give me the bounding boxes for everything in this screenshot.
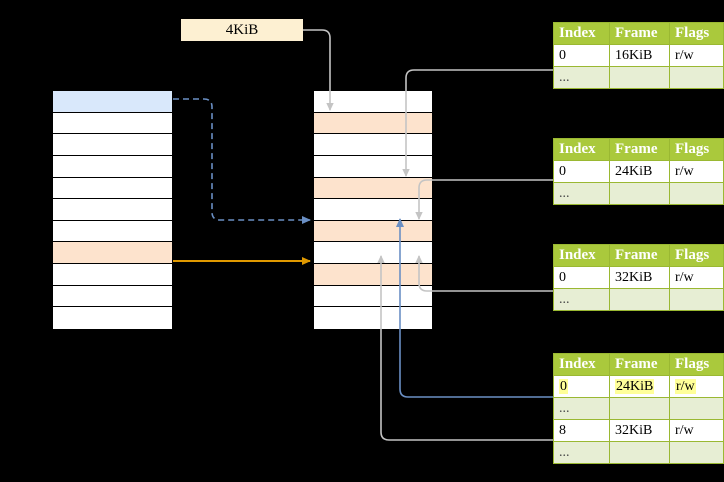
physical-frame-row-8 xyxy=(314,242,432,264)
column-header-frame: Frame xyxy=(609,22,670,45)
cell-frame xyxy=(609,66,670,89)
cell-flags xyxy=(669,441,724,464)
cell-frame xyxy=(609,288,670,311)
wire-table2-to-physical-row7 xyxy=(415,179,553,220)
virtual-page-row-1 xyxy=(53,91,172,113)
physical-frame-row-3 xyxy=(314,134,432,156)
cell-index: 0 xyxy=(553,160,610,183)
wire-table3-to-physical-row9 xyxy=(415,255,553,292)
cell-flags xyxy=(669,66,724,89)
table-row: ... xyxy=(553,182,724,205)
cell-flags: r/w xyxy=(669,44,724,67)
column-header-flags: Flags xyxy=(669,138,724,161)
cell-index: 0 xyxy=(553,375,610,398)
column-header-index: Index xyxy=(553,244,610,267)
cell-flags: r/w xyxy=(669,266,724,289)
wire-virtual-row1-to-physical-row7 xyxy=(173,98,311,224)
cell-index: ... xyxy=(553,182,610,205)
cell-index: ... xyxy=(553,66,610,89)
virtual-page-row-4 xyxy=(53,155,172,178)
physical-frame-row-4 xyxy=(314,155,432,178)
table-row: ... xyxy=(553,288,724,311)
virtual-page-row-7 xyxy=(53,220,172,243)
physical-frame-row-6 xyxy=(314,199,432,221)
column-header-index: Index xyxy=(553,353,610,376)
table-row: ... xyxy=(553,66,724,89)
cell-index: ... xyxy=(553,288,610,311)
virtual-page-row-9 xyxy=(53,264,172,286)
cell-frame: 32KiB xyxy=(609,266,670,289)
cell-frame: 24KiB xyxy=(609,375,670,398)
cell-frame: 24KiB xyxy=(609,160,670,183)
virtual-page-row-8 xyxy=(53,242,172,264)
cell-frame: 32KiB xyxy=(609,419,670,442)
cell-index: ... xyxy=(553,441,610,464)
table-row: ... xyxy=(553,441,724,464)
physical-frame-row-10 xyxy=(314,285,432,308)
column-header-frame: Frame xyxy=(609,138,670,161)
cell-index: 8 xyxy=(553,419,610,442)
cell-index: 0 xyxy=(553,266,610,289)
column-header-flags: Flags xyxy=(669,353,724,376)
virtual-page-row-10 xyxy=(53,285,172,308)
column-header-index: Index xyxy=(553,138,610,161)
column-header-frame: Frame xyxy=(609,244,670,267)
cell-flags xyxy=(669,182,724,205)
column-header-frame: Frame xyxy=(609,353,670,376)
cell-flags: r/w xyxy=(669,375,724,398)
virtual-page-row-2 xyxy=(53,112,172,135)
physical-memory-column xyxy=(313,90,433,330)
virtual-page-row-5 xyxy=(53,177,172,200)
cell-frame: 16KiB xyxy=(609,44,670,67)
virtual-page-row-11 xyxy=(53,307,172,329)
physical-frame-row-7 xyxy=(314,220,432,243)
physical-frame-row-1 xyxy=(314,91,432,113)
cell-flags xyxy=(669,397,724,420)
cell-frame xyxy=(609,182,670,205)
column-header-index: Index xyxy=(553,22,610,45)
virtual-page-row-6 xyxy=(53,199,172,221)
virtual-address-space-column xyxy=(52,90,173,330)
cell-index: ... xyxy=(553,397,610,420)
cell-flags xyxy=(669,288,724,311)
physical-frame-row-5 xyxy=(314,177,432,200)
cell-frame xyxy=(609,397,670,420)
physical-frame-row-2 xyxy=(314,112,432,135)
table-row: ... xyxy=(553,397,724,420)
cell-index: 0 xyxy=(553,44,610,67)
cell-flags: r/w xyxy=(669,160,724,183)
physical-frame-row-11 xyxy=(314,307,432,329)
physical-frame-row-9 xyxy=(314,264,432,286)
column-header-flags: Flags xyxy=(669,244,724,267)
virtual-page-row-3 xyxy=(53,134,172,156)
cell-frame xyxy=(609,441,670,464)
size-label-4kib: 4KiB xyxy=(181,19,303,41)
cell-flags: r/w xyxy=(669,419,724,442)
column-header-flags: Flags xyxy=(669,22,724,45)
